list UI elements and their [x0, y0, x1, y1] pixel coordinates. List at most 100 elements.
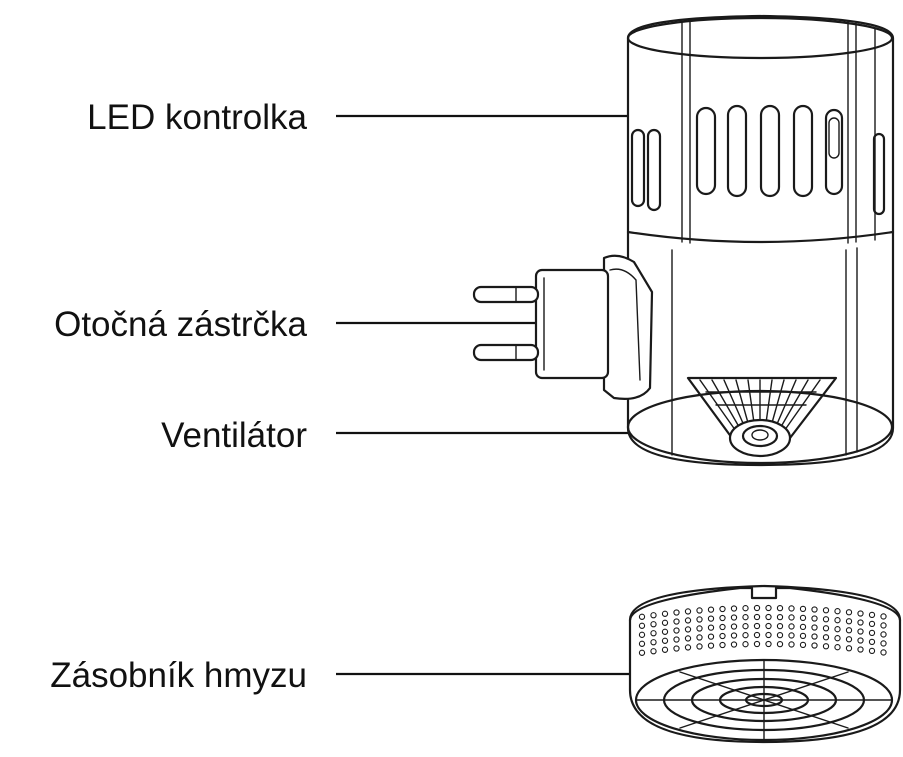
tray-hole [638, 613, 646, 620]
tray-hole [638, 631, 646, 638]
tray-hole [799, 632, 807, 640]
tray-hole [834, 617, 841, 624]
tray-hole [788, 623, 795, 630]
tray-hole [707, 633, 715, 640]
tray-hole [696, 643, 703, 650]
tray-hole [650, 639, 657, 646]
tray-hole [811, 633, 818, 640]
tray-hole [707, 606, 715, 613]
tray-hole [868, 620, 876, 628]
tray-hole [719, 605, 726, 613]
tray-hole [673, 618, 680, 625]
tray-hole [730, 623, 738, 630]
tray-hole [673, 627, 680, 634]
label-tray: Zásobník hmyzu [50, 656, 307, 695]
tray-hole [799, 605, 807, 613]
tray-hole [765, 631, 772, 639]
label-fan: Ventilátor [161, 416, 307, 455]
label-led: LED kontrolka [87, 98, 307, 137]
tray-hole [834, 608, 841, 615]
tray-hole [707, 615, 715, 622]
tray-hole [765, 622, 772, 630]
tray-hole [880, 613, 887, 620]
tray-hole [742, 605, 749, 612]
tray-hole [845, 627, 853, 634]
tray-hole [638, 622, 646, 629]
tray-hole [650, 648, 657, 655]
tray-hole [753, 622, 761, 630]
tray-hole [857, 610, 864, 617]
tray-hole [730, 632, 738, 639]
tray-hole [661, 619, 669, 626]
tray-hole [638, 640, 646, 647]
tray-hole [857, 628, 864, 635]
tray-hole [811, 642, 818, 649]
tray-hole [673, 645, 680, 652]
tray-hole [730, 641, 738, 648]
tray-hole [719, 641, 726, 649]
tray-hole [868, 611, 876, 619]
tray-hole [719, 614, 726, 622]
tray-hole [834, 644, 841, 651]
tray-hole [661, 628, 669, 635]
tray-hole [707, 642, 715, 649]
tray-hole [742, 614, 749, 621]
label-plug: Otočná zástrčka [54, 305, 307, 344]
tray-hole [845, 609, 853, 616]
tray-hole [776, 614, 784, 621]
tray-hole [650, 621, 657, 628]
insect-trap-device-icon [472, 14, 895, 467]
tray-hole [868, 629, 876, 637]
tray-hole [650, 612, 657, 619]
tray-hole [776, 632, 784, 639]
tray-hole [857, 646, 864, 653]
tray-hole [638, 649, 646, 656]
tray-hole [799, 614, 807, 622]
tray-hole [684, 635, 692, 642]
tray-hole [822, 616, 830, 623]
tray-hole [765, 613, 772, 621]
tray-hole [822, 643, 830, 650]
tray-hole [684, 644, 692, 651]
tray-hole [696, 625, 703, 632]
tray-hole [834, 635, 841, 642]
callout-plug: Otočná zástrčka [54, 305, 572, 344]
tray-hole [684, 608, 692, 615]
tray-hole [811, 606, 818, 613]
tray-hole [661, 646, 669, 653]
tray-hole [845, 636, 853, 643]
tray-hole [684, 626, 692, 633]
tray-hole [788, 641, 795, 648]
tray-hole [661, 610, 669, 617]
tray-hole [822, 625, 830, 632]
tray-hole [799, 623, 807, 631]
tray-hole [834, 626, 841, 633]
tray-hole [753, 604, 761, 612]
tray-hole [753, 613, 761, 621]
plug-prongs [472, 285, 540, 362]
tray-hole [673, 609, 680, 616]
tray-hole [845, 618, 853, 625]
tray-hole [799, 641, 807, 649]
tray-holes [638, 604, 887, 656]
tray-hole [868, 647, 876, 655]
callout-fan: Ventilátor [161, 416, 662, 455]
tray-hole [696, 616, 703, 623]
tray-hole [730, 605, 738, 612]
tray-hole [719, 632, 726, 640]
tray-hole [753, 640, 761, 648]
tray-hole [742, 623, 749, 630]
tray-hole [673, 636, 680, 643]
tray-hole [788, 632, 795, 639]
tray-hole [684, 617, 692, 624]
tray-hole [753, 631, 761, 639]
tray-hole [845, 645, 853, 652]
tray-hole [857, 637, 864, 644]
tray-hole [776, 605, 784, 612]
tray-hole [696, 607, 703, 614]
tray-hole [765, 604, 772, 612]
tray-hole [719, 623, 726, 631]
callout-tray: Zásobník hmyzu [50, 656, 636, 695]
tray-hole [730, 614, 738, 621]
